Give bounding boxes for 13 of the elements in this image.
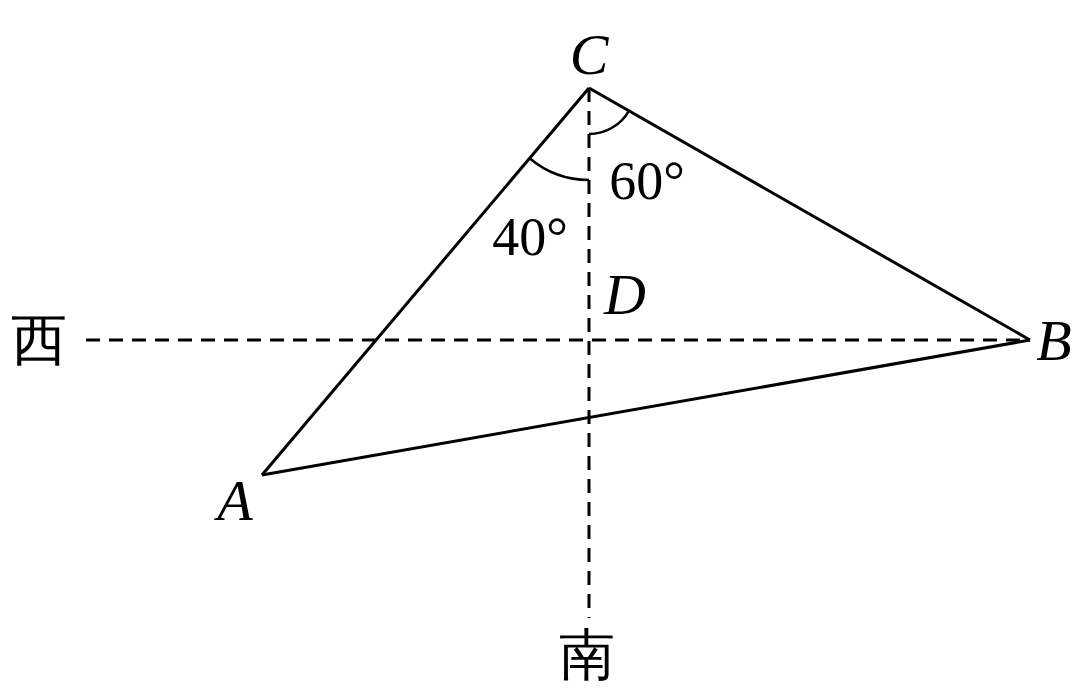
point-label: B [1030,314,1078,368]
direction-label: 南 [554,622,620,688]
triangle-side [260,87,591,476]
point-label: A [208,475,262,527]
dashed-line [587,88,591,618]
triangle-side [588,86,1031,342]
point-label: C [560,22,618,88]
direction-label: 西 [6,306,72,374]
point-label: D [597,268,653,322]
angle-label: 40° [491,208,569,266]
dashed-line [86,338,1030,342]
angle-label: 60° [608,152,686,210]
triangle-side [261,338,1031,477]
